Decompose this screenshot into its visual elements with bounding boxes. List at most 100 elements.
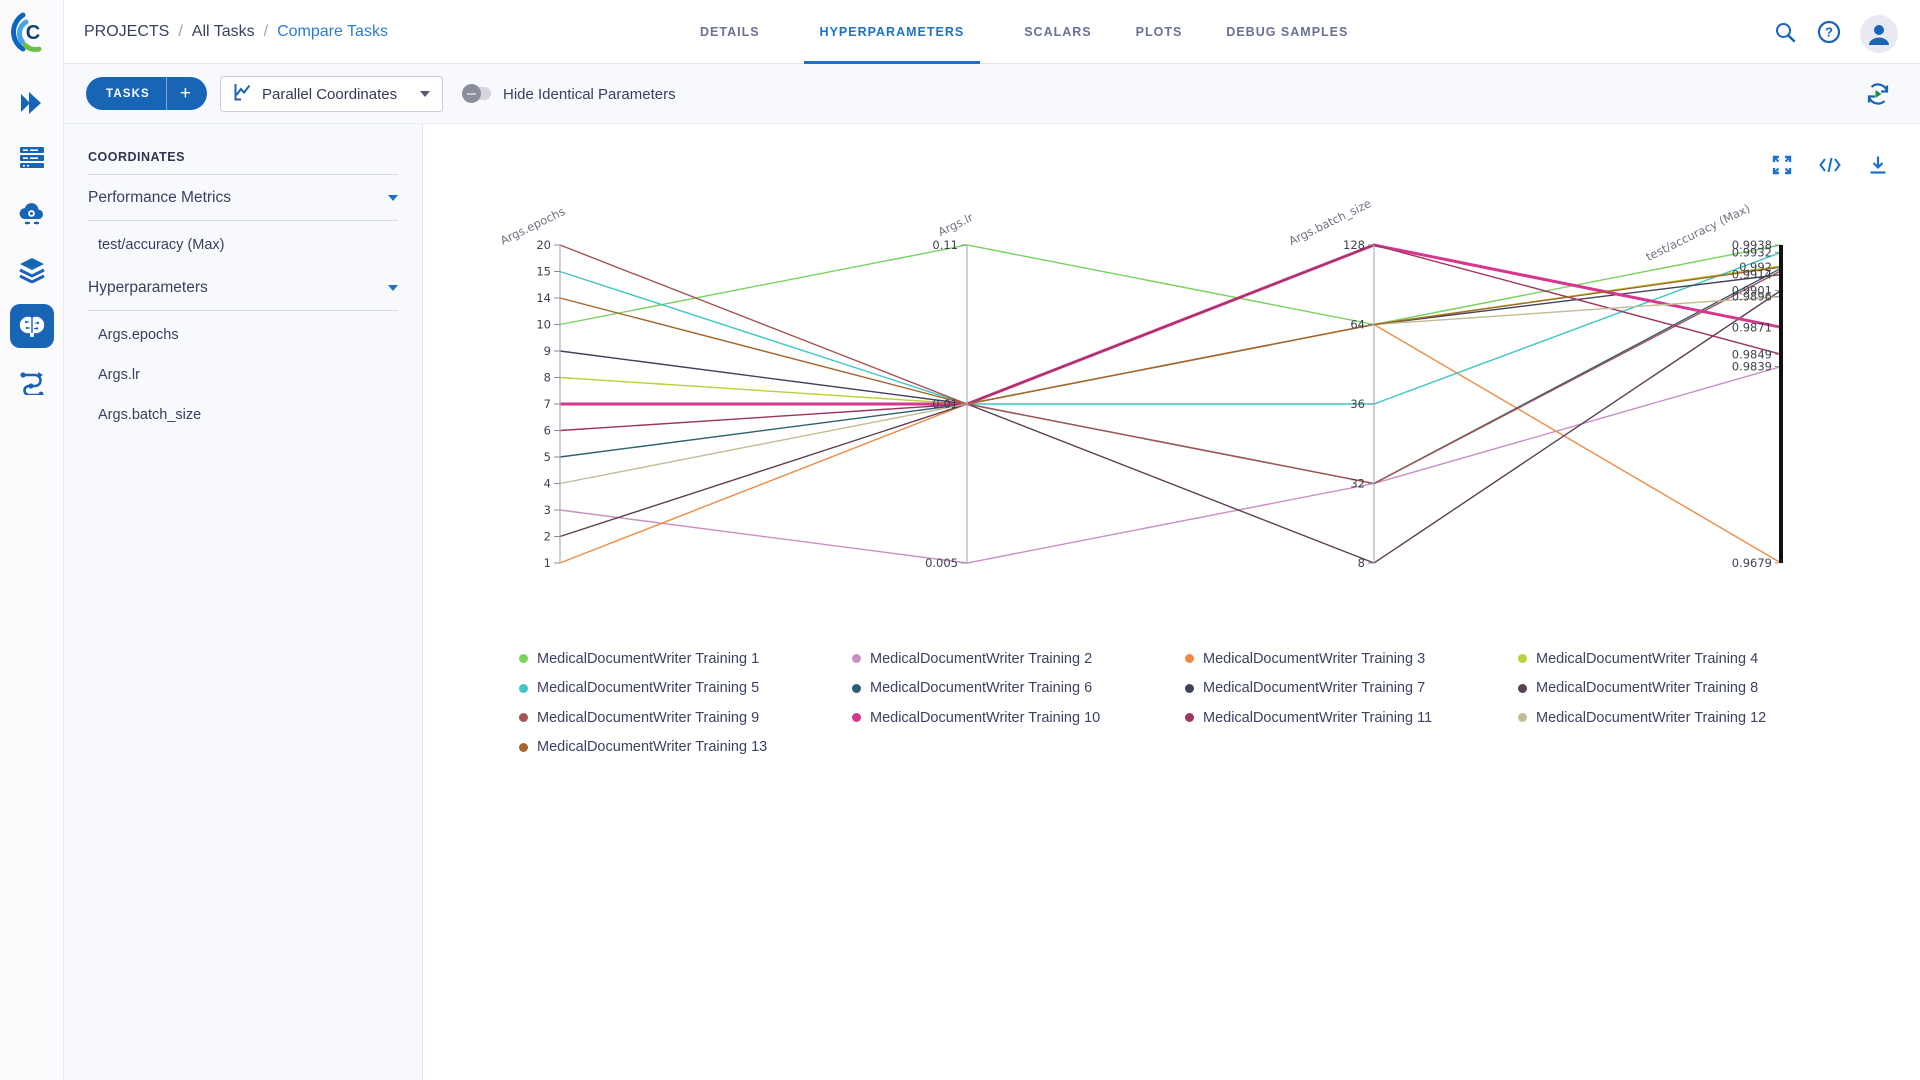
top-header: PROJECTS / All Tasks / Compare Tasks DET… (64, 0, 1920, 64)
plot-toolbar (1771, 154, 1889, 176)
axis-tick-label: 0.005 (925, 556, 958, 570)
legend-label: MedicalDocumentWriter Training 6 (870, 680, 1093, 697)
tab-hyperparameters[interactable]: HYPERPARAMETERS (803, 0, 981, 64)
breadcrumb-all-tasks[interactable]: All Tasks (191, 23, 255, 40)
coordinates-panel: COORDINATES Performance Metrics test/acc… (64, 124, 423, 1080)
section-performance-metrics[interactable]: Performance Metrics (88, 175, 398, 221)
search-icon[interactable] (1768, 15, 1802, 49)
tab-scalars[interactable]: SCALARS (1024, 25, 1092, 39)
legend-color-dot (1185, 654, 1194, 664)
svg-text:?: ? (1825, 25, 1833, 40)
legend-color-dot (519, 683, 528, 693)
tab-details[interactable]: DETAILS (700, 25, 760, 39)
series-line[interactable] (559, 251, 1782, 405)
axis-tick-label: 0.9849 (1732, 347, 1772, 361)
legend-color-dot (1518, 683, 1527, 693)
download-plot-icon[interactable] (1867, 154, 1889, 176)
breadcrumb-compare-tasks[interactable]: Compare Tasks (277, 23, 388, 40)
series-line[interactable] (559, 289, 1782, 564)
axis-tick-label: 9 (544, 344, 551, 358)
axis-tick-label: 2 (544, 530, 551, 544)
svg-text:C: C (26, 22, 40, 44)
clearml-logo[interactable]: C (9, 9, 55, 55)
series-line[interactable] (559, 244, 1782, 485)
legend-item[interactable]: MedicalDocumentWriter Training 8 (1518, 674, 1851, 704)
toggle-knob[interactable] (462, 84, 481, 103)
maximize-plot-icon[interactable] (1771, 154, 1793, 176)
series-line[interactable] (559, 244, 1782, 432)
legend-color-dot (519, 654, 528, 664)
legend-item[interactable]: MedicalDocumentWriter Training 1 (519, 644, 852, 674)
metric-item-test-accuracy[interactable]: test/accuracy (Max) (98, 237, 225, 253)
legend-item[interactable]: MedicalDocumentWriter Training 11 (1185, 703, 1518, 733)
axis-tick-label: 0.9839 (1732, 360, 1772, 374)
auto-refresh-icon[interactable] (1862, 78, 1894, 110)
view-selector-value: Parallel Coordinates (262, 85, 398, 103)
embed-code-icon[interactable] (1819, 154, 1841, 176)
axis-title[interactable]: Args.epochs (498, 204, 567, 247)
legend-item[interactable]: MedicalDocumentWriter Training 3 (1185, 644, 1518, 674)
compare-toolbar: TASKS + Parallel Coordinates Hide Identi… (64, 64, 1920, 124)
series-line[interactable] (559, 244, 1782, 326)
experiments-nav-icon-active[interactable] (10, 304, 54, 348)
breadcrumb-projects[interactable]: PROJECTS (84, 23, 170, 40)
breadcrumb: PROJECTS / All Tasks / Compare Tasks (84, 0, 388, 64)
param-item-args-batch-size[interactable]: Args.batch_size (98, 407, 202, 423)
user-avatar[interactable] (1860, 15, 1898, 53)
axis-tick-label: 10 (536, 318, 551, 332)
legend-item[interactable]: MedicalDocumentWriter Training 7 (1185, 674, 1518, 704)
axis-tick-label: 0.9914 (1732, 267, 1772, 281)
legend-item[interactable]: MedicalDocumentWriter Training 9 (519, 703, 852, 733)
tasks-button-label[interactable]: TASKS (106, 87, 150, 100)
axis-tick-label: 0.9679 (1732, 556, 1772, 570)
series-line[interactable] (559, 365, 1782, 564)
axis-tick-label: 8 (544, 371, 551, 385)
hide-identical-toggle[interactable] (462, 84, 491, 103)
tab-plots[interactable]: PLOTS (1135, 25, 1183, 39)
legend-item[interactable]: MedicalDocumentWriter Training 13 (519, 733, 852, 763)
legend-item[interactable]: MedicalDocumentWriter Training 10 (852, 703, 1185, 733)
axis-tick-label: 0.11 (932, 238, 958, 252)
dashboard-nav-icon[interactable] (16, 142, 48, 174)
tab-debug-samples[interactable]: DEBUG SAMPLES (1226, 25, 1349, 39)
legend-color-dot (1185, 683, 1194, 693)
legend-item[interactable]: MedicalDocumentWriter Training 5 (519, 674, 852, 704)
legend-item[interactable]: MedicalDocumentWriter Training 2 (852, 644, 1185, 674)
breadcrumb-separator: / (263, 23, 269, 40)
section-label: Hyperparameters (88, 278, 208, 296)
series-line[interactable] (559, 266, 1782, 405)
axis-tick-label: 0.01 (932, 397, 958, 411)
help-icon[interactable]: ? (1812, 15, 1846, 49)
param-item-args-epochs[interactable]: Args.epochs (98, 327, 179, 343)
axis-title[interactable]: Args.lr (936, 210, 976, 239)
axis-tick-label: 8 (1358, 556, 1365, 570)
legend-label: MedicalDocumentWriter Training 8 (1536, 680, 1759, 697)
chart-legend: MedicalDocumentWriter Training 1 MedicalD… (519, 644, 1851, 762)
param-item-args-lr[interactable]: Args.lr (98, 367, 140, 383)
legend-label: MedicalDocumentWriter Training 9 (537, 709, 760, 726)
view-selector-dropdown[interactable]: Parallel Coordinates (220, 76, 444, 112)
chevron-down-icon (420, 91, 431, 97)
series-line[interactable] (559, 267, 1782, 485)
pipelines-nav-icon[interactable] (16, 366, 48, 398)
legend-label: MedicalDocumentWriter Training 7 (1203, 680, 1426, 697)
legend-color-dot (519, 713, 528, 723)
legend-item[interactable]: MedicalDocumentWriter Training 12 (1518, 703, 1851, 733)
projects-nav-icon[interactable] (16, 87, 48, 119)
series-line[interactable] (559, 273, 1782, 405)
datasets-nav-icon[interactable] (16, 254, 48, 286)
axis-tick-label: 0.9896 (1732, 290, 1772, 304)
legend-item[interactable]: MedicalDocumentWriter Training 6 (852, 674, 1185, 704)
series-line[interactable] (559, 265, 1782, 405)
legend-item[interactable]: MedicalDocumentWriter Training 4 (1518, 644, 1851, 674)
legend-color-dot (852, 683, 861, 693)
axis-tick-label: 3 (544, 503, 551, 517)
section-hyperparameters[interactable]: Hyperparameters (88, 265, 398, 311)
legend-label: MedicalDocumentWriter Training 1 (537, 650, 760, 667)
legend-label: MedicalDocumentWriter Training 3 (1203, 650, 1426, 667)
workers-queues-nav-icon[interactable] (16, 198, 48, 230)
axis-tick-label: 128 (1343, 238, 1365, 252)
add-task-button[interactable]: + (179, 82, 191, 104)
tasks-split-button[interactable]: TASKS + (86, 77, 207, 110)
